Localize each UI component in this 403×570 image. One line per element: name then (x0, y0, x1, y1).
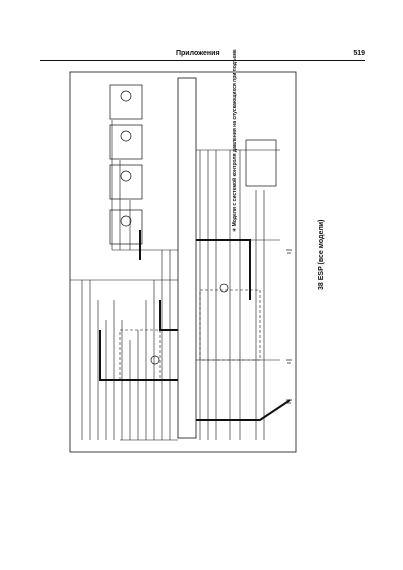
sensor-symbols (120, 90, 229, 365)
side-module-1 (245, 139, 277, 187)
header-title: Приложения (176, 50, 220, 57)
dashed-areas (119, 289, 261, 381)
sensor-module-1 (109, 84, 143, 120)
esp-control-unit (177, 77, 197, 439)
sensor-module-4 (109, 209, 143, 245)
power-lines (99, 230, 291, 421)
sensor-modules (109, 84, 277, 245)
page-header: Приложения 519 (40, 50, 365, 62)
ground-symbols (286, 249, 292, 404)
diagram-frame (69, 71, 297, 453)
section-title: ④ Модели с системой контроля давления на… (232, 49, 238, 232)
page-number: 519 (353, 50, 365, 57)
sensor-module-3 (109, 164, 143, 200)
diagram-caption: 38 ESP (все модели) (318, 219, 325, 290)
horizontal-wires (70, 149, 280, 441)
sensor-module-2 (109, 124, 143, 160)
header-rule (40, 60, 365, 61)
